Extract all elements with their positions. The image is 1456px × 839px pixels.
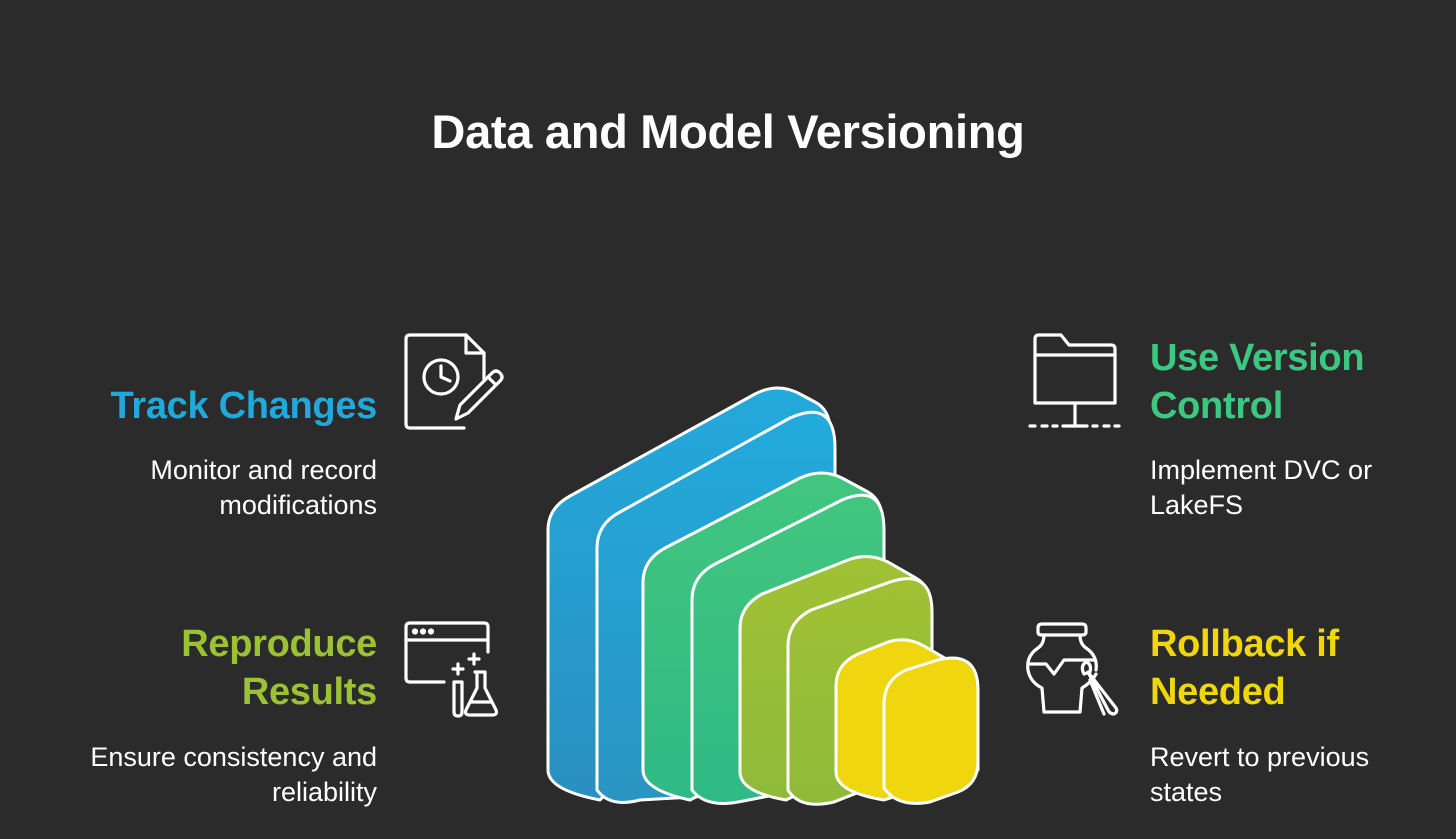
version-control-heading-line: Use Version — [1150, 337, 1365, 379]
page-title: Data and Model Versioning — [431, 105, 1025, 158]
track-changes-description: Monitor and record modifications — [40, 453, 377, 523]
reproduce-results-description-line: reliability — [271, 777, 377, 807]
reproduce-results-heading: Reproduce Results — [60, 620, 377, 716]
yellow-layer-front — [882, 656, 980, 805]
reproduce-results-heading-line: Results — [241, 671, 377, 713]
network-folder-icon — [1027, 333, 1123, 433]
rollback-description-line: Revert to previous — [1150, 742, 1370, 772]
reproduce-results-description: Ensure consistency and reliability — [20, 740, 377, 810]
version-control-heading-line: Control — [1150, 385, 1283, 427]
version-control-description-line: Implement DVC or — [1150, 455, 1373, 485]
track-changes-heading: Track Changes — [110, 385, 378, 427]
vase-restoration-brush-icon — [1024, 620, 1124, 720]
rollback-description: Revert to previous states — [1150, 740, 1450, 810]
version-control-description: Implement DVC or LakeFS — [1150, 453, 1450, 523]
version-control-description-line: LakeFS — [1150, 490, 1244, 520]
document-clock-pencil-icon — [404, 333, 504, 433]
version-control-heading: Use Version Control — [1150, 334, 1450, 430]
rollback-description-line: states — [1150, 777, 1223, 807]
rollback-heading-line: Rollback if — [1150, 623, 1339, 665]
reproduce-results-description-line: Ensure consistency and — [90, 742, 377, 772]
track-changes-description-line: modifications — [219, 490, 377, 520]
reproduce-results-heading-line: Reproduce — [181, 623, 377, 665]
rollback-heading-line: Needed — [1150, 671, 1286, 713]
rollback-heading: Rollback if Needed — [1150, 620, 1450, 716]
track-changes-description-line: Monitor and record — [150, 455, 377, 485]
browser-lab-flask-icon — [404, 620, 504, 720]
